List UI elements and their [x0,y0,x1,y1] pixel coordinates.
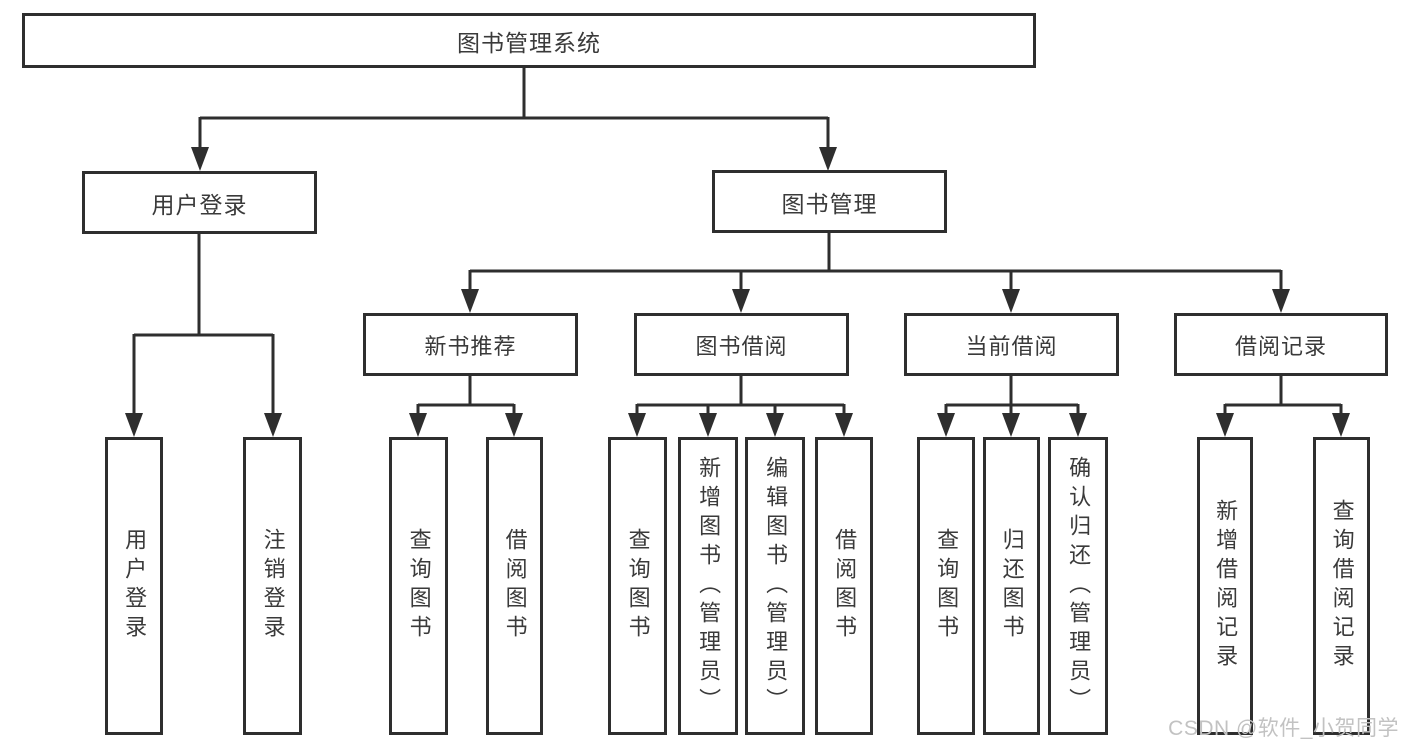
leaf-current-confirm-return-admin: 确认归还（管理员） [1048,437,1108,735]
leaf-current-query-books-label: 查询图书 [934,528,960,644]
leaf-user-login: 用户登录 [105,437,163,735]
leaf-borrowing-query-books: 查询图书 [608,437,667,735]
node-current-borrowing-label: 当前借阅 [965,333,1058,359]
node-book-borrowing-label: 图书借阅 [695,333,788,359]
leaf-borrowing-query-books-label: 查询图书 [625,528,651,644]
leaf-current-return-books-label: 归还图书 [999,528,1025,644]
node-user-login: 用户登录 [82,171,317,234]
leaf-records-query-record: 查询借阅记录 [1313,437,1370,735]
node-book-borrowing: 图书借阅 [634,313,849,376]
leaf-records-add-record: 新增借阅记录 [1197,437,1253,735]
leaf-newbook-query-books-label: 查询图书 [406,528,432,644]
node-book-management: 图书管理 [712,170,947,233]
leaf-borrowing-borrow-books-label: 借阅图书 [832,528,858,644]
leaf-user-login-label: 用户登录 [122,528,148,644]
node-new-book-recommend: 新书推荐 [363,313,578,376]
node-library-system-label: 图书管理系统 [457,29,601,56]
leaf-records-query-record-label: 查询借阅记录 [1329,499,1355,673]
leaf-borrowing-add-books-admin: 新增图书（管理员） [678,437,738,735]
csdn-watermark: CSDN @软件_小贺同学 [1168,717,1399,740]
leaf-borrowing-add-books-admin-label: 新增图书（管理员） [696,455,722,717]
node-current-borrowing: 当前借阅 [904,313,1119,376]
arrowheads [125,147,1350,437]
leaf-current-return-books: 归还图书 [983,437,1040,735]
leaf-logout: 注销登录 [243,437,302,735]
node-new-book-recommend-label: 新书推荐 [424,333,517,359]
leaf-current-query-books: 查询图书 [917,437,975,735]
node-book-management-label: 图书管理 [781,190,878,217]
leaf-newbook-borrow-books: 借阅图书 [486,437,543,735]
leaf-borrowing-borrow-books: 借阅图书 [815,437,873,735]
leaf-borrowing-edit-books-admin-label: 编辑图书（管理员） [763,455,789,717]
leaf-records-add-record-label: 新增借阅记录 [1213,499,1239,673]
leaf-newbook-borrow-books-label: 借阅图书 [502,528,528,644]
node-borrowing-records-label: 借阅记录 [1234,333,1327,359]
leaf-current-confirm-return-admin-label: 确认归还（管理员） [1066,455,1092,717]
node-user-login-label: 用户登录 [151,191,248,218]
leaf-logout-label: 注销登录 [260,528,286,644]
leaf-newbook-query-books: 查询图书 [389,437,448,735]
leaf-borrowing-edit-books-admin: 编辑图书（管理员） [745,437,805,735]
node-library-system: 图书管理系统 [22,13,1036,68]
node-borrowing-records: 借阅记录 [1174,313,1388,376]
